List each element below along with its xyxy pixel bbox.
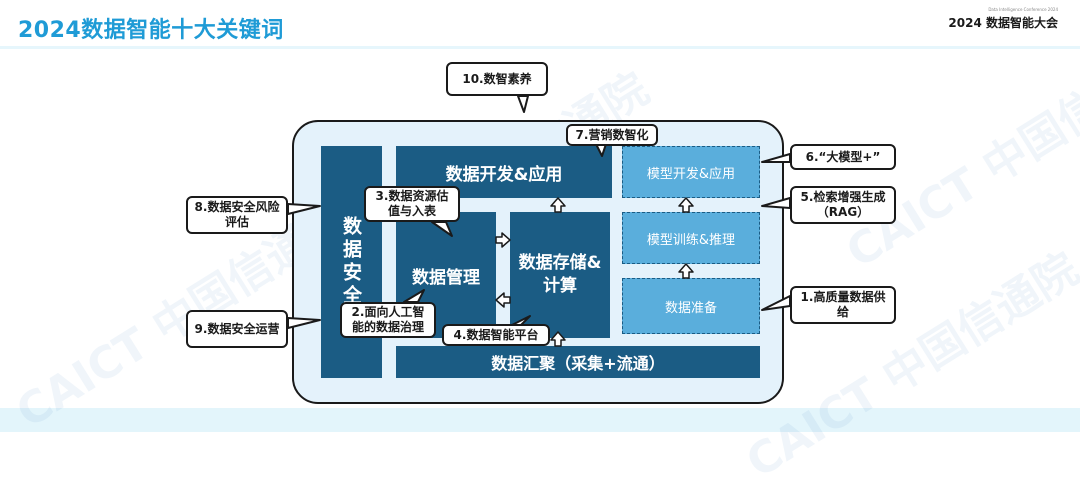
callout-tail <box>431 221 453 237</box>
conference-subtitle: Data Intelligence Conference 2024 <box>988 7 1058 12</box>
callout-tail <box>761 295 791 311</box>
callout-6: 6.“大模型+” <box>790 144 896 170</box>
callout-tail <box>761 197 791 209</box>
callout-tail <box>287 317 321 329</box>
callout-tail <box>403 289 425 303</box>
callout-9: 9.数据安全运营 <box>186 310 288 348</box>
callout-3: 3.数据资源估值与入表 <box>364 186 460 222</box>
conference-label: Data Intelligence Conference 2024 2024 数… <box>948 6 1058 31</box>
model-dev-block: 模型开发&应用 <box>622 146 760 198</box>
callout-10: 10.数智素养 <box>446 62 548 96</box>
up-arrow <box>678 263 694 279</box>
data-prep-block: 数据准备 <box>622 278 760 334</box>
security-block: 数据安全 <box>321 146 382 378</box>
header-divider <box>0 46 1080 49</box>
callout-tail <box>287 203 321 215</box>
convergence-block: 数据汇聚（采集+流通） <box>396 346 760 378</box>
callout-tail <box>517 95 529 113</box>
footer-band <box>0 408 1080 432</box>
callout-5: 5.检索增强生成（RAG） <box>790 186 896 224</box>
conference-name: 2024 数据智能大会 <box>948 16 1058 30</box>
callout-1: 1.高质量数据供给 <box>790 286 896 324</box>
up-arrow <box>550 331 566 347</box>
model-train-block: 模型训练&推理 <box>622 212 760 264</box>
up-arrow <box>678 197 694 213</box>
callout-2: 2.面向人工智能的数据治理 <box>340 302 436 338</box>
callout-4: 4.数据智能平台 <box>442 324 550 346</box>
callout-8: 8.数据安全风险评估 <box>186 196 288 234</box>
up-arrow <box>550 197 566 213</box>
callout-7: 7.营销数智化 <box>566 124 658 146</box>
left-arrow <box>495 292 511 308</box>
right-arrow <box>495 232 511 248</box>
connector-overlay <box>287 95 791 347</box>
page-title: 2024数据智能十大关键词 <box>18 18 284 43</box>
callout-tail <box>761 153 791 163</box>
